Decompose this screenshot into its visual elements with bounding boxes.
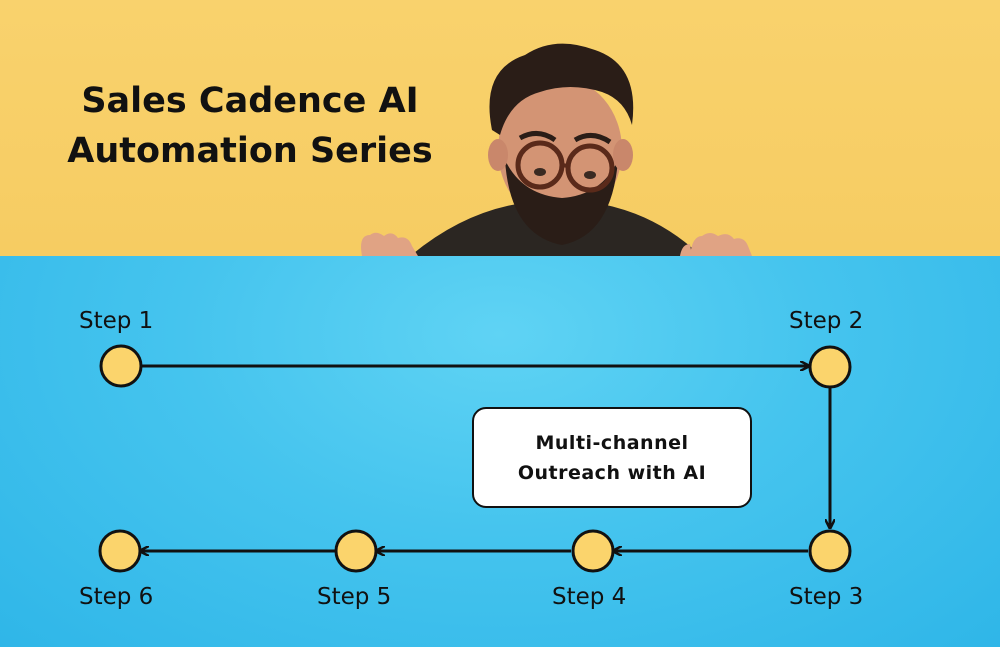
step-1-label: Step 1 xyxy=(79,308,154,334)
step-5-label: Step 5 xyxy=(317,584,392,610)
page-title: Sales Cadence AI Automation Series xyxy=(30,76,470,176)
step-6-node xyxy=(98,529,142,573)
step-4-node xyxy=(571,529,615,573)
callout-line-2: Outreach with AI xyxy=(517,461,707,484)
callout-line-1: Multi-channel xyxy=(535,431,689,454)
step-2-label: Step 2 xyxy=(789,308,864,334)
step-2-node xyxy=(808,345,852,389)
title-line-1: Sales Cadence AI xyxy=(81,81,419,121)
step-1-node xyxy=(99,344,143,388)
step-4-label: Step 4 xyxy=(552,584,627,610)
step-3-label: Step 3 xyxy=(789,584,864,610)
title-line-2: Automation Series xyxy=(67,131,433,171)
callout-box: Multi-channel Outreach with AI xyxy=(472,407,752,508)
step-6-label: Step 6 xyxy=(79,584,154,610)
step-5-node xyxy=(334,529,378,573)
step-3-node xyxy=(808,529,852,573)
